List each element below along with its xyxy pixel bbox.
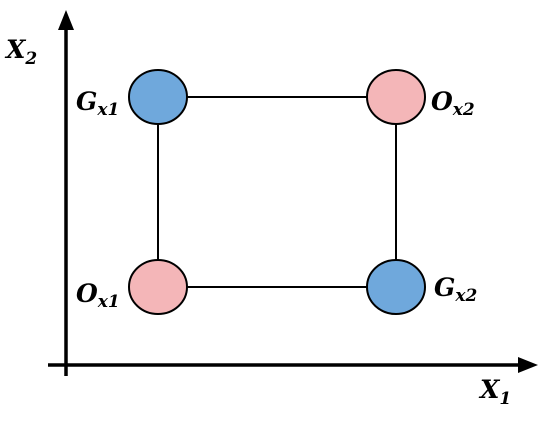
- x-axis-label-sub: 1: [499, 389, 511, 409]
- node-label-o-x1-main: O: [76, 279, 98, 308]
- y-axis-arrowhead: [58, 10, 74, 30]
- node-label-o-x2-main: O: [431, 87, 453, 116]
- node-g-x1: [128, 69, 188, 125]
- node-label-g-x2-main: G: [434, 273, 455, 302]
- node-o-x2: [366, 69, 426, 125]
- node-label-o-x2: Ox2: [431, 87, 475, 120]
- y-axis-label-sub: 2: [24, 49, 37, 69]
- node-o-x1: [128, 259, 188, 315]
- axes: [48, 10, 538, 376]
- node-label-o-x2-sub: x2: [452, 100, 475, 120]
- node-label-o-x1: Ox1: [76, 279, 120, 312]
- connection-edges: [157, 96, 397, 288]
- node-label-g-x1-sub: x1: [96, 100, 119, 120]
- node-label-g-x1: Gx1: [76, 87, 119, 120]
- x-axis-arrowhead: [518, 357, 538, 373]
- node-g-x2: [366, 259, 426, 315]
- node-label-o-x1-sub: x1: [97, 292, 120, 312]
- node-label-g-x2-sub: x2: [454, 286, 477, 306]
- x-axis-label-main: X: [478, 375, 501, 404]
- x-axis-label: X1: [478, 375, 511, 409]
- node-label-g-x2: Gx2: [434, 273, 477, 306]
- y-axis-label: X2: [4, 35, 37, 69]
- y-axis-label-main: X: [4, 35, 27, 64]
- node-label-g-x1-main: G: [76, 87, 97, 116]
